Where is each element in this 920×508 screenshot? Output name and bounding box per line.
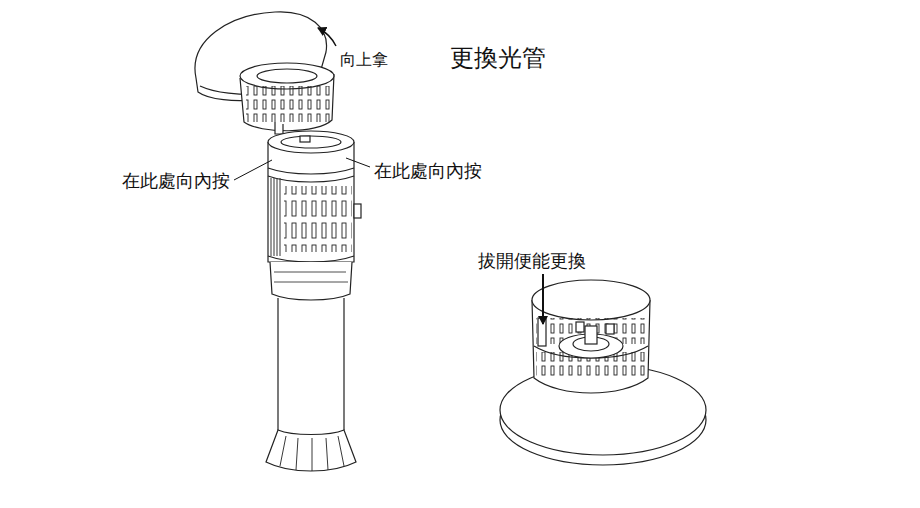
part-label: 在此處向內按 — [122, 170, 230, 192]
stem — [278, 298, 344, 430]
part-label: 在此處向內按 — [374, 160, 482, 182]
lamp-base — [266, 430, 356, 471]
part-label: 向上拿 — [340, 50, 388, 69]
diagram-title: 更換光管 — [450, 44, 546, 73]
part-label: 拔開便能更換 — [478, 250, 586, 272]
body-head — [268, 142, 354, 262]
